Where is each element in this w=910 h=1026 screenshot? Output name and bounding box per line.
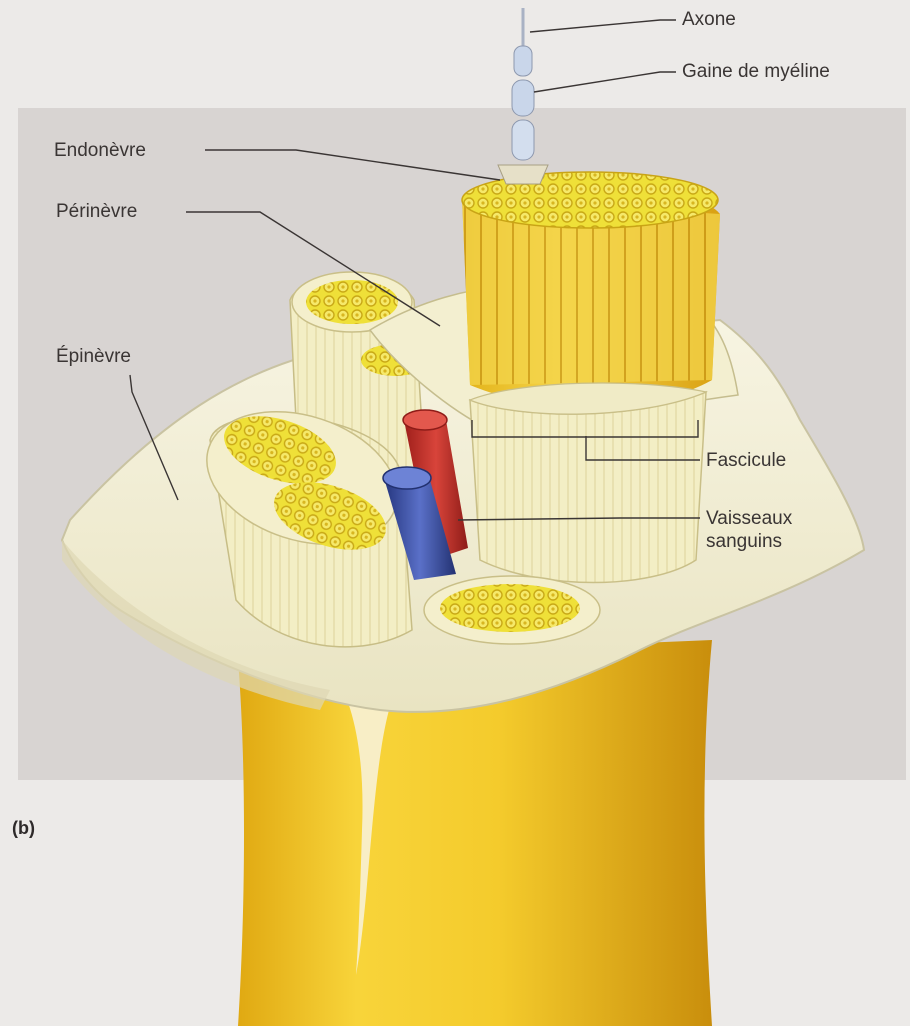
leader-gaine <box>534 72 676 92</box>
fascicle-small-bottom <box>424 576 600 644</box>
artery-opening <box>403 410 447 430</box>
label-sanguins: sanguins <box>706 530 782 553</box>
vein-opening <box>383 467 431 489</box>
fascicle-front-right <box>470 383 706 583</box>
label-axone: Axone <box>682 8 736 31</box>
panel-letter: (b) <box>12 817 35 840</box>
label-vaisseaux: Vaisseaux <box>706 507 792 530</box>
label-epinevre: Épinèvre <box>56 345 131 368</box>
label-perinevre: Périnèvre <box>56 200 137 223</box>
label-gaine-de-myeline: Gaine de myéline <box>682 60 830 83</box>
fascicle-main <box>462 172 720 407</box>
label-fascicule: Fascicule <box>706 449 786 472</box>
leader-axone <box>530 20 676 32</box>
label-endonevre: Endonèvre <box>54 139 146 162</box>
